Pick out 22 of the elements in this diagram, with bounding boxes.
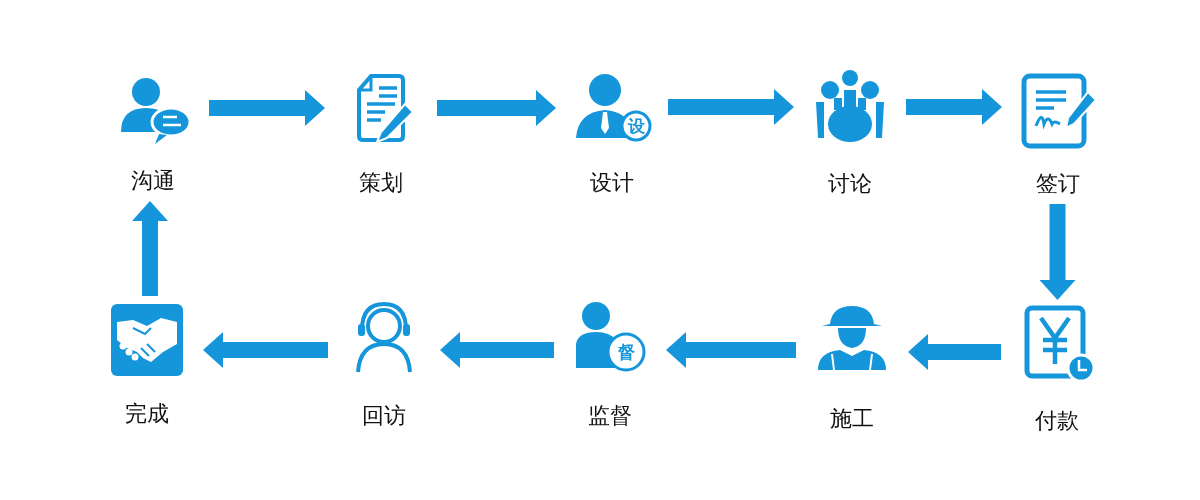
step-label: 沟通 — [130, 167, 176, 195]
step-label: 监督 — [587, 402, 633, 430]
step-label: 施工 — [829, 405, 875, 433]
arrow — [209, 90, 325, 126]
arrow — [1039, 204, 1076, 300]
icon-character: 督 — [616, 341, 636, 363]
arrow — [908, 334, 1001, 370]
step-label: 付款 — [1034, 407, 1080, 435]
step-label: 策划 — [358, 169, 404, 197]
step-label: 完成 — [124, 400, 170, 428]
step-label: 签订 — [1035, 170, 1081, 198]
step-label: 讨论 — [827, 170, 873, 198]
step-label: 设计 — [589, 169, 635, 197]
arrow — [437, 90, 556, 126]
icon-character: 设 — [626, 115, 646, 137]
arrow — [666, 332, 796, 368]
arrow — [906, 89, 1002, 125]
arrow — [440, 332, 554, 368]
arrow — [668, 89, 794, 125]
arrow — [203, 332, 328, 368]
step-label: 回访 — [361, 402, 407, 430]
arrow — [132, 201, 168, 296]
